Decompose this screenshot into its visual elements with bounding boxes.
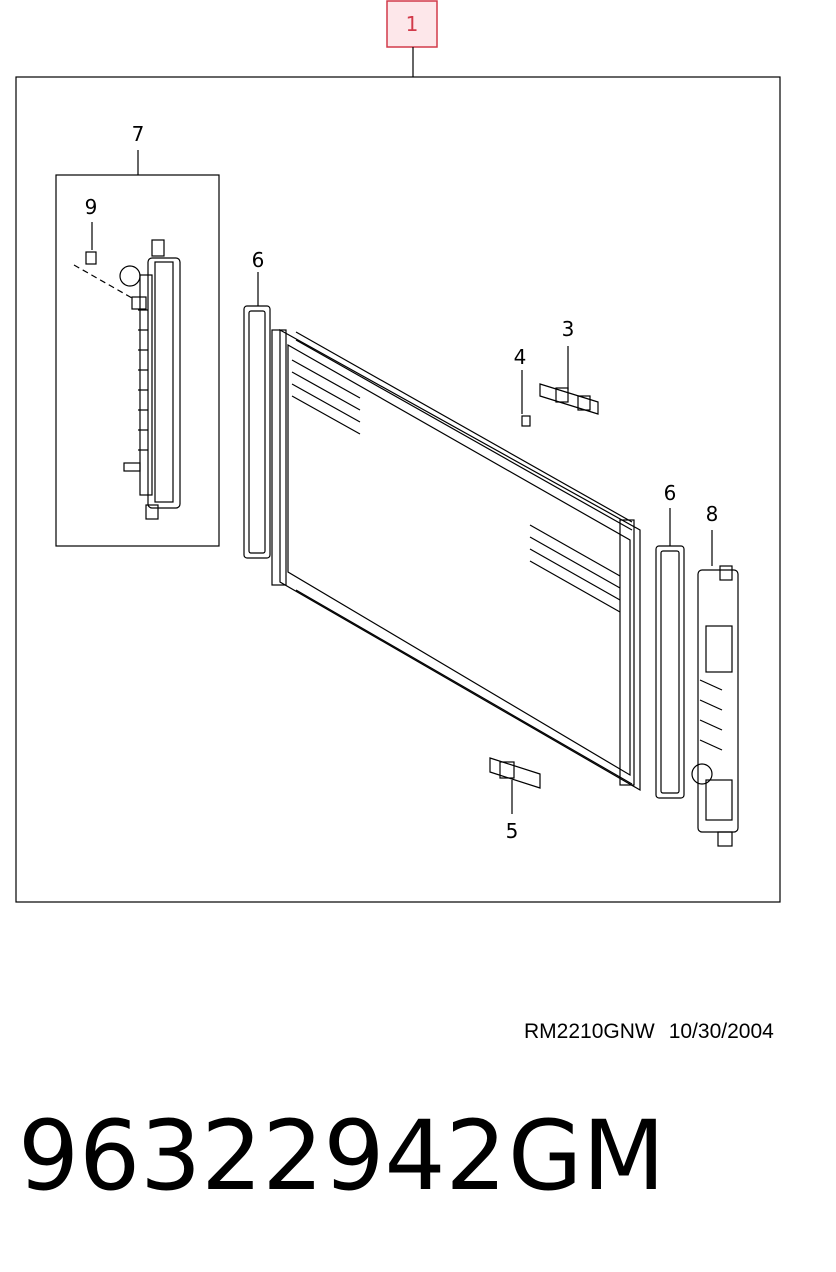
callout-6-right: 6 bbox=[664, 481, 677, 505]
right-gasket-part bbox=[655, 508, 685, 799]
callout-4: 4 bbox=[514, 345, 527, 369]
brand-name: GM bbox=[508, 1100, 666, 1212]
part-number: 96322942 bbox=[18, 1100, 507, 1212]
assembly-frame bbox=[15, 76, 781, 903]
drawing-code: RM2210GNW bbox=[524, 1020, 655, 1043]
callout-5: 5 bbox=[506, 819, 519, 843]
right-tank-part bbox=[691, 530, 739, 847]
callout-1: 1 bbox=[406, 12, 419, 36]
nut-part-9 bbox=[73, 222, 133, 299]
callout-3: 3 bbox=[562, 317, 575, 341]
radiator-core-part bbox=[271, 328, 641, 792]
tank-subassembly-frame bbox=[55, 174, 220, 547]
callout-7: 7 bbox=[132, 122, 145, 146]
callout-1-box bbox=[386, 0, 438, 48]
callout-9: 9 bbox=[85, 195, 98, 219]
lower-bracket-part-5 bbox=[489, 757, 541, 814]
left-gasket-part bbox=[243, 272, 271, 559]
left-tank-part bbox=[119, 239, 181, 520]
clip-part-4 bbox=[521, 370, 531, 427]
callout-8: 8 bbox=[706, 502, 719, 526]
drawing-date: 10/30/2004 bbox=[668, 1020, 774, 1043]
callout-6-left: 6 bbox=[252, 248, 265, 272]
drawing-reference: RM2210GNW 10/30/2004 bbox=[524, 1020, 774, 1044]
upper-bracket-part-3 bbox=[539, 346, 599, 415]
radiator-exploded-diagram: 1 7 9 6 3 4 6 8 5 bbox=[15, 0, 781, 903]
